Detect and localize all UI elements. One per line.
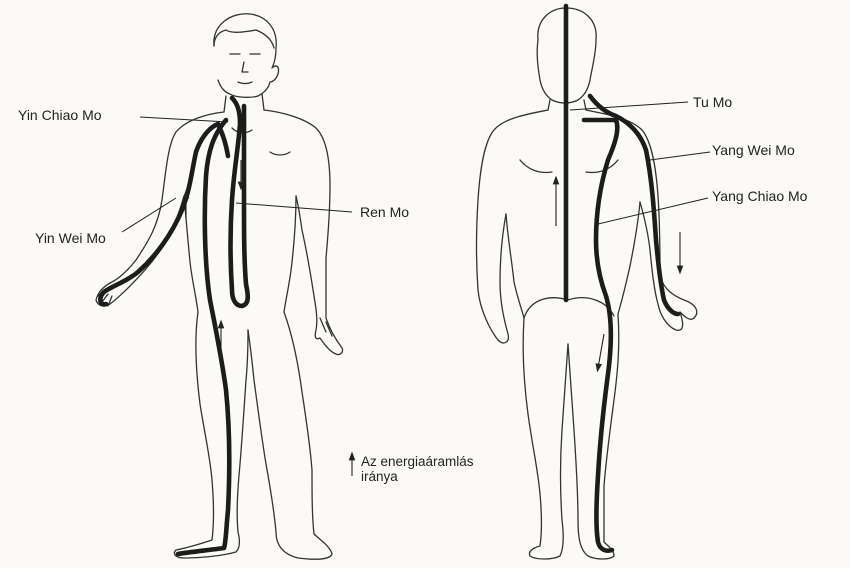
leader-ren-mo [236, 203, 352, 212]
legend-line-1: Az energiaáramlás [361, 454, 474, 469]
leader-yin-chiao-mo [140, 117, 228, 122]
leader-tu-mo [570, 102, 688, 110]
legend: Az energiaáramlás iránya [361, 454, 474, 484]
label-tu-mo: Tu Mo [693, 94, 732, 110]
label-ren-mo: Ren Mo [360, 204, 409, 220]
back-figure [477, 6, 697, 559]
label-yin-wei-mo: Yin Wei Mo [35, 230, 106, 246]
label-yang-chiao-mo: Yang Chiao Mo [712, 188, 807, 204]
legend-line-2: iránya [361, 469, 474, 484]
front-figure [96, 14, 343, 559]
label-yang-wei-mo: Yang Wei Mo [712, 142, 795, 158]
leader-yang-wei-mo [650, 152, 710, 160]
label-yin-chiao-mo: Yin Chiao Mo [18, 107, 102, 123]
leader-yin-wei-mo [122, 198, 176, 232]
